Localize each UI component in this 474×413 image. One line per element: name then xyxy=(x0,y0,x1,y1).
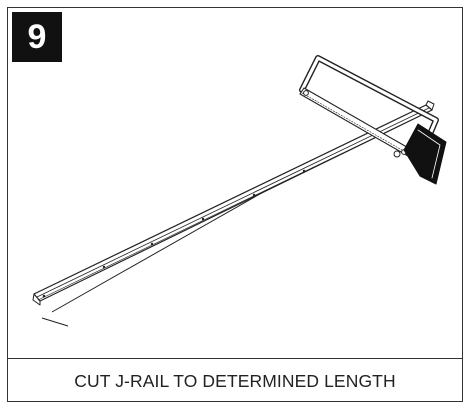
instruction-caption: CUT J-RAIL TO DETERMINED LENGTH xyxy=(74,371,396,391)
caption-divider xyxy=(7,358,463,359)
hacksaw-icon xyxy=(299,55,447,185)
cutting-illustration xyxy=(32,55,447,327)
step-number-badge: 9 xyxy=(12,12,62,62)
j-rail-icon xyxy=(32,100,435,306)
